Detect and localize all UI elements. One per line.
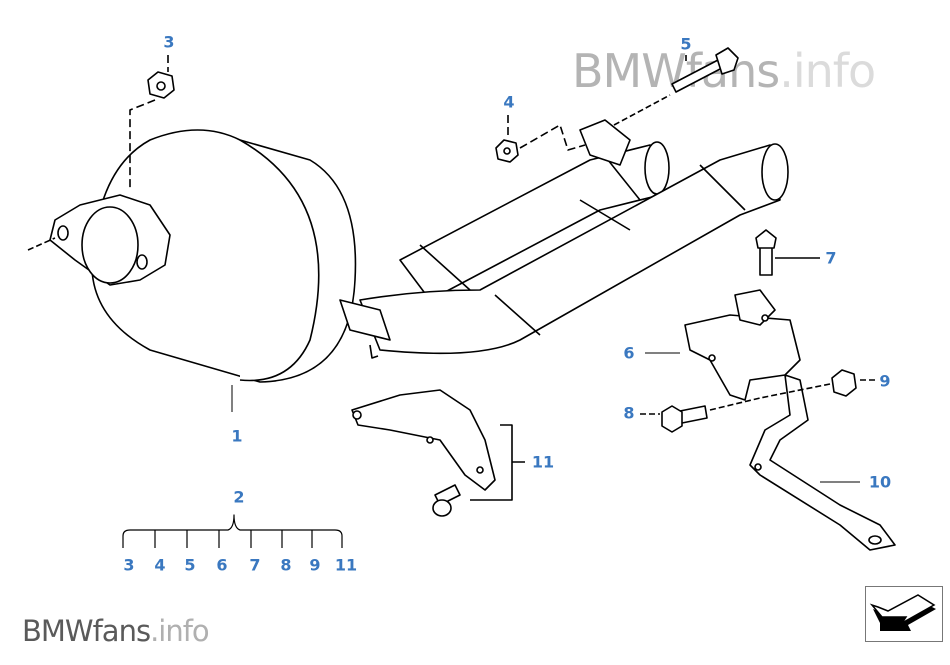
watermark-suffix: .info [779, 44, 876, 98]
kit-item[interactable]: 9 [309, 555, 321, 575]
bolt-8 [640, 397, 761, 433]
watermark-brand: BMWfans [22, 614, 151, 648]
back-button[interactable] [865, 586, 943, 642]
callout-10[interactable]: 10 [868, 472, 892, 492]
bolt-5 [613, 47, 739, 126]
bracket-6 [684, 289, 801, 401]
callout-5[interactable]: 5 [680, 34, 692, 54]
kit-item[interactable]: 4 [154, 555, 166, 575]
callout-2[interactable]: 2 [233, 487, 245, 507]
bracket-10 [749, 374, 896, 551]
kit-brace [122, 514, 343, 548]
front-flange [27, 194, 171, 286]
callout-3[interactable]: 3 [163, 32, 175, 52]
catalytic-converter [91, 129, 391, 383]
kit-item[interactable]: 11 [334, 555, 358, 575]
callout-8[interactable]: 8 [623, 403, 635, 423]
callout-7[interactable]: 7 [825, 248, 837, 268]
kit-item[interactable]: 6 [216, 555, 228, 575]
callout-6[interactable]: 6 [623, 343, 635, 363]
nut-9 [759, 369, 875, 399]
kit-item[interactable]: 5 [184, 555, 196, 575]
callout-11[interactable]: 11 [531, 452, 555, 472]
kit-item[interactable]: 3 [123, 555, 135, 575]
callout-9[interactable]: 9 [879, 371, 891, 391]
pipe-hanger-flange [579, 119, 631, 166]
nut-3 [129, 55, 175, 190]
watermark-suffix: .info [150, 614, 210, 648]
back-arrow-icon [869, 594, 936, 631]
nut-4 [495, 115, 586, 163]
bracket-11 [351, 389, 525, 517]
kit-item[interactable]: 8 [280, 555, 292, 575]
callout-1[interactable]: 1 [231, 426, 243, 446]
pipe-lower [359, 143, 789, 355]
callout-4[interactable]: 4 [503, 92, 515, 112]
bolt-7 [755, 229, 820, 276]
kit-item[interactable]: 7 [249, 555, 261, 575]
watermark-bottom: BMWfans.info [22, 614, 210, 648]
